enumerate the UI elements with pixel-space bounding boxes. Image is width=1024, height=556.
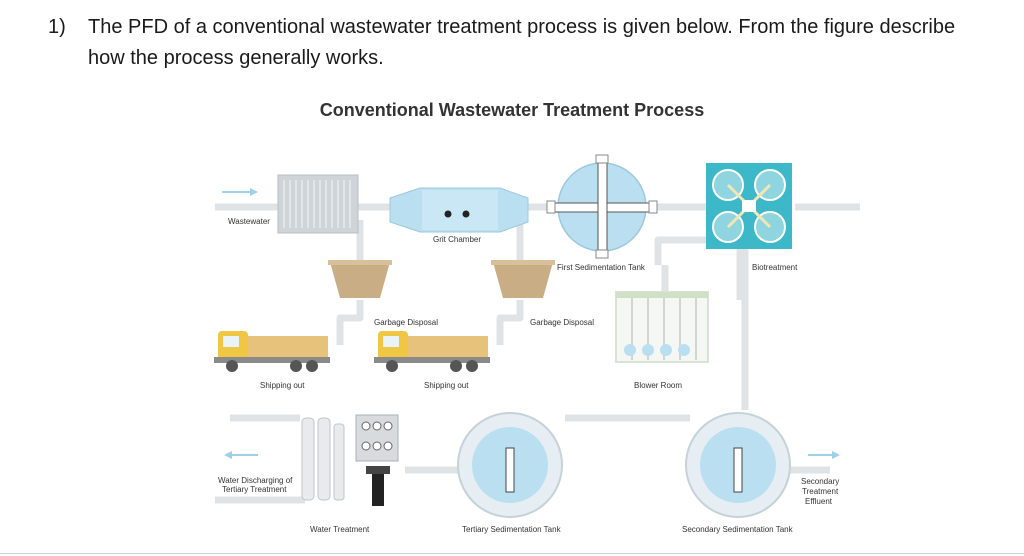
garbage-hopper-2 <box>491 260 555 298</box>
question-number: 1) <box>48 16 66 38</box>
diagram-title: Conventional Wastewater Treatment Proces… <box>319 100 705 120</box>
question-text: The PFD of a conventional wastewater tre… <box>88 16 956 69</box>
label-tertiary-sedimentation-tank: Tertiary Sedimentation Tank <box>462 525 562 534</box>
label-biotreatment: Biotreatment <box>752 263 798 272</box>
label-garbage-disposal-2: Garbage Disposal <box>530 318 594 327</box>
secondary-sedimentation-tank <box>685 412 791 518</box>
label-shipping-out-2: Shipping out <box>424 381 469 390</box>
blower-room <box>615 291 709 363</box>
label-secondary-effluent-line3: Effluent <box>805 497 833 506</box>
label-water-treatment: Water Treatment <box>310 525 370 534</box>
truck-2 <box>374 331 490 372</box>
water-treatment-unit <box>301 414 399 506</box>
effluent-arrow-icon <box>808 451 840 459</box>
arrows <box>222 188 840 459</box>
label-secondary-sedimentation-tank: Secondary Sedimentation Tank <box>682 525 794 534</box>
inlet-arrow-icon <box>222 188 258 196</box>
label-shipping-out-1: Shipping out <box>260 381 305 390</box>
label-secondary-effluent-line2: Treatment <box>802 487 839 496</box>
label-first-sedimentation-tank: First Sedimentation Tank <box>557 263 646 272</box>
garbage-hopper-1 <box>328 260 392 298</box>
label-garbage-disposal-1: Garbage Disposal <box>374 318 438 327</box>
label-water-discharging-line1: Water Discharging of <box>218 476 293 485</box>
truck-1 <box>214 331 330 372</box>
label-blower-room: Blower Room <box>634 381 682 390</box>
label-wastewater: Wastewater <box>228 217 270 226</box>
label-grit-chamber: Grit Chamber <box>433 235 481 244</box>
first-sedimentation-tank <box>546 154 658 259</box>
pipes <box>215 203 860 504</box>
bottom-divider <box>0 553 1024 554</box>
discharge-arrow-icon <box>224 451 258 459</box>
tertiary-sedimentation-tank <box>457 412 563 518</box>
label-water-discharging-line2: Tertiary Treatment <box>222 485 287 494</box>
label-secondary-effluent-line1: Secondary <box>801 477 839 486</box>
grit-chamber <box>389 187 529 233</box>
bar-screen <box>277 174 359 234</box>
biotreatment-tank <box>706 163 792 249</box>
